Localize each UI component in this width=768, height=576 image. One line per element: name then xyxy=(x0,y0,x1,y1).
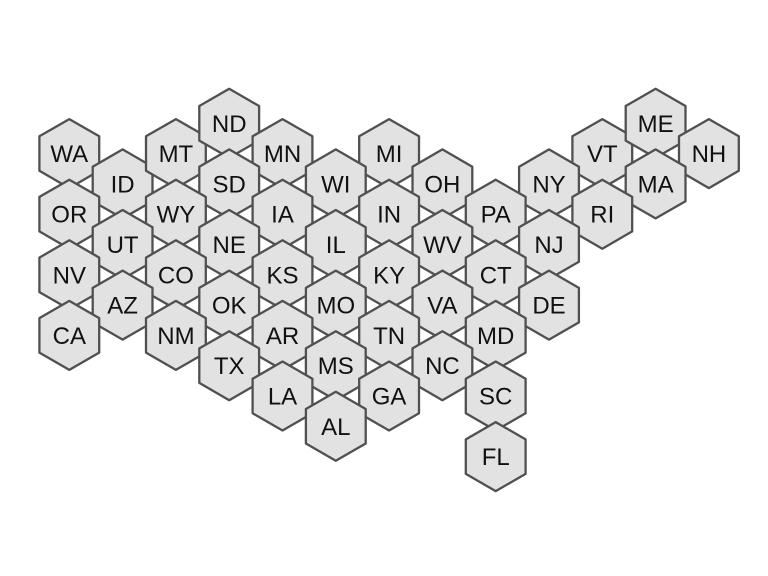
state-hex-fl: FL xyxy=(464,420,527,493)
state-hex-va: VA xyxy=(411,269,474,341)
state-hex-mn: MN xyxy=(251,117,314,190)
state-label-wy: WY xyxy=(157,202,196,229)
state-hex-tx: TX xyxy=(198,330,261,402)
state-label-nv: NV xyxy=(53,262,86,289)
state-hex-ct: CT xyxy=(464,239,527,311)
state-label-oh: OH xyxy=(424,171,460,198)
state-label-ky: KY xyxy=(373,262,405,289)
state-label-id: ID xyxy=(111,171,135,198)
state-label-pa: PA xyxy=(481,202,511,229)
hex-tile-tx xyxy=(198,330,261,402)
state-label-me: ME xyxy=(638,111,674,138)
state-label-al: AL xyxy=(321,414,350,441)
state-hex-ca: CA xyxy=(38,299,101,372)
state-hex-or: OR xyxy=(38,178,101,250)
state-hex-nm: NM xyxy=(144,299,207,372)
state-label-ct: CT xyxy=(480,262,512,289)
state-hex-wy: WY xyxy=(144,178,207,250)
state-label-wv: WV xyxy=(423,232,462,259)
state-label-nj: NJ xyxy=(534,232,563,259)
hex-tile-az xyxy=(91,269,154,341)
state-label-nm: NM xyxy=(157,323,194,350)
state-hex-az: AZ xyxy=(91,269,154,341)
state-hex-ia: IA xyxy=(251,178,314,250)
state-hex-id: ID xyxy=(91,148,154,220)
state-hex-sc: SC xyxy=(464,360,527,432)
state-hex-de: DE xyxy=(517,269,581,341)
state-label-mt: MT xyxy=(159,141,194,168)
state-label-de: DE xyxy=(532,293,565,320)
state-label-mn: MN xyxy=(264,141,301,168)
hex-tile-ma xyxy=(624,148,687,220)
hex-tile-fl xyxy=(464,420,527,493)
state-label-sc: SC xyxy=(479,384,512,411)
state-hex-pa: PA xyxy=(464,178,527,250)
state-label-ri: RI xyxy=(590,202,614,229)
state-hex-oh: OH xyxy=(411,148,474,220)
state-label-ny: NY xyxy=(532,171,565,198)
state-hex-la: LA xyxy=(251,360,314,432)
state-hex-ar: AR xyxy=(251,299,314,372)
state-label-ks: KS xyxy=(266,262,298,289)
state-hex-mo: MO xyxy=(304,269,367,341)
state-label-il: IL xyxy=(326,232,346,259)
hex-tile-ri xyxy=(571,178,634,250)
state-hex-ma: MA xyxy=(624,148,687,220)
state-hex-nv: NV xyxy=(38,239,101,311)
hex-tile-ca xyxy=(38,299,101,372)
hex-tile-la xyxy=(251,360,314,432)
state-label-ia: IA xyxy=(271,202,294,229)
state-label-vt: VT xyxy=(587,141,618,168)
state-label-ga: GA xyxy=(372,384,407,411)
hex-tile-nc xyxy=(411,330,474,402)
state-label-ma: MA xyxy=(638,171,674,198)
state-label-tn: TN xyxy=(373,323,405,350)
state-hex-ky: KY xyxy=(358,239,421,311)
hex-tile-de xyxy=(517,269,581,341)
state-hex-nh: NH xyxy=(677,117,740,190)
hex-tile-ga xyxy=(358,360,421,432)
state-label-ar: AR xyxy=(266,323,299,350)
hex-tile-nh xyxy=(677,117,740,190)
state-label-tx: TX xyxy=(214,353,245,380)
state-label-md: MD xyxy=(477,323,514,350)
state-label-va: VA xyxy=(427,293,457,320)
state-label-sd: SD xyxy=(213,171,246,198)
state-hex-ok: OK xyxy=(198,269,261,341)
state-hex-ms: MS xyxy=(304,330,367,402)
state-label-wa: WA xyxy=(50,141,88,168)
state-hex-ks: KS xyxy=(251,239,314,311)
state-label-nc: NC xyxy=(425,353,460,380)
state-hex-tiles: WA ID MT ND MN MI VT ME NH SD WI OH NY MA OR WY IA IN PA RI… xyxy=(38,87,740,493)
state-hex-nc: NC xyxy=(411,330,474,402)
state-label-nd: ND xyxy=(212,111,247,138)
state-label-nh: NH xyxy=(692,141,727,168)
hex-tile-al xyxy=(304,390,367,462)
state-label-in: IN xyxy=(377,202,401,229)
state-hex-co: CO xyxy=(144,239,207,311)
state-hex-ne: NE xyxy=(198,208,261,281)
state-hex-ga: GA xyxy=(358,360,421,432)
state-label-mi: MI xyxy=(376,141,403,168)
state-label-ut: UT xyxy=(107,232,139,259)
state-label-wi: WI xyxy=(321,171,350,198)
state-label-ca: CA xyxy=(53,323,86,350)
state-label-mo: MO xyxy=(316,293,355,320)
state-hex-nd: ND xyxy=(198,87,261,159)
state-hex-ri: RI xyxy=(571,178,634,250)
state-label-la: LA xyxy=(268,384,297,411)
hex-tile-nm xyxy=(144,299,207,372)
state-label-fl: FL xyxy=(482,444,510,471)
state-label-ok: OK xyxy=(212,293,247,320)
state-label-co: CO xyxy=(158,262,194,289)
state-label-ms: MS xyxy=(318,353,354,380)
state-label-ne: NE xyxy=(213,232,246,259)
state-label-az: AZ xyxy=(107,293,138,320)
state-label-or: OR xyxy=(51,202,87,229)
state-hex-al: AL xyxy=(304,390,367,462)
